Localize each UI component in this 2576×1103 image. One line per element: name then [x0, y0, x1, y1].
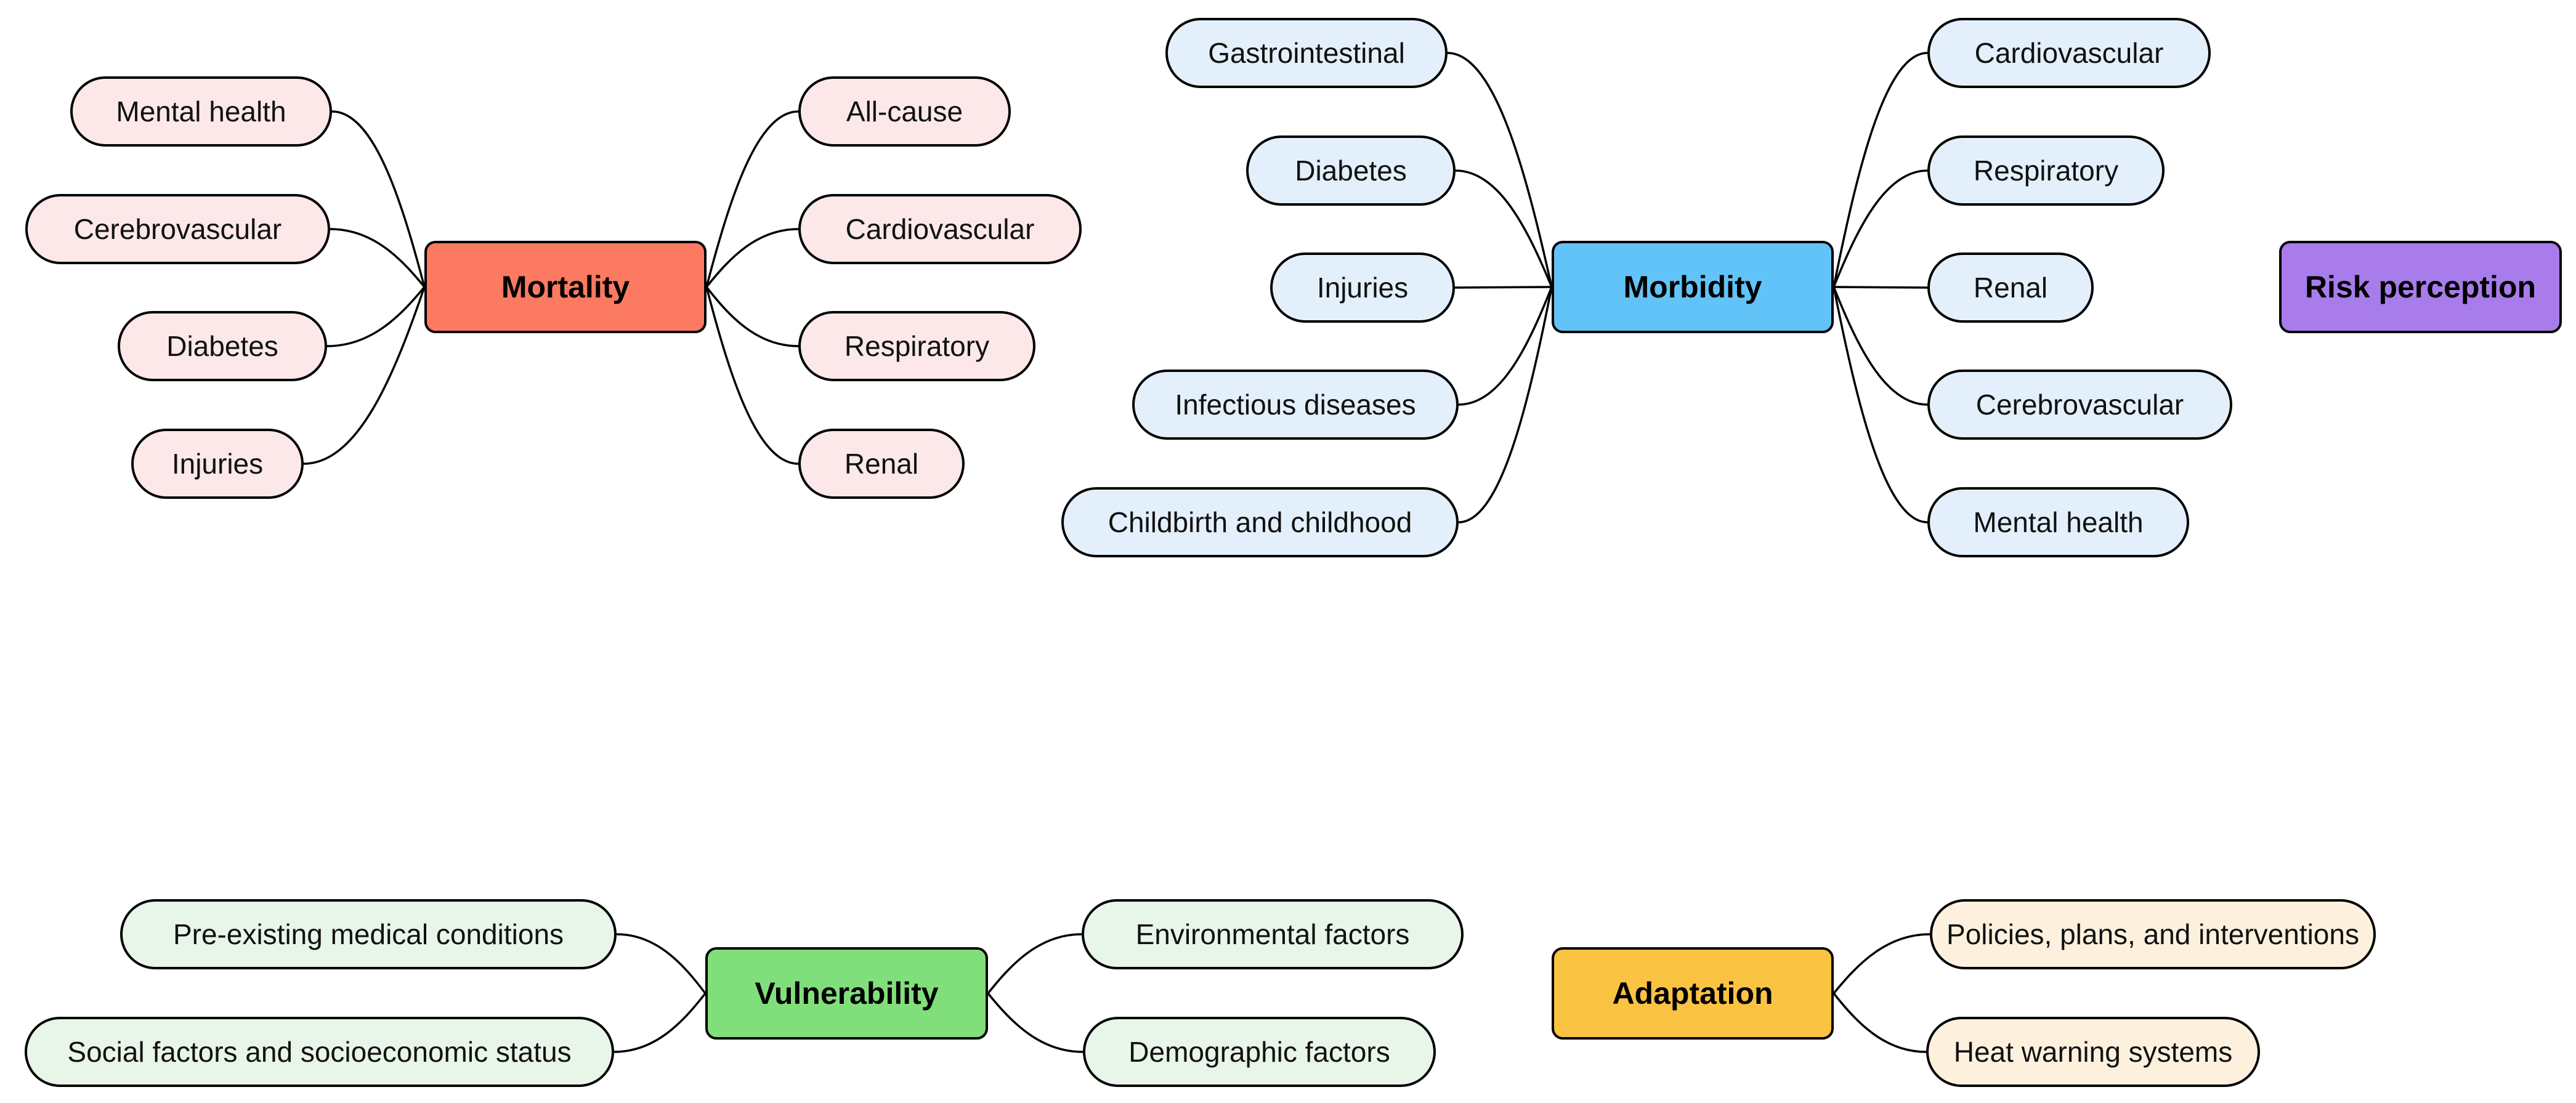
edge-morbidity-childbirth-and-childhood [1457, 286, 1553, 523]
edge-morbidity-respiratory [1833, 169, 1929, 288]
edge-morbidity-infectious-diseases [1457, 286, 1553, 406]
root-label: Adaptation [1612, 976, 1773, 1011]
edge-adaptation-heat-warning [1833, 992, 1927, 1053]
leaf-label: Infectious diseases [1175, 389, 1416, 421]
leaf-label: All-cause [846, 95, 963, 127]
edge-mortality-all-cause [705, 110, 800, 288]
leaf-label: Mental health [116, 95, 286, 127]
leaf-label: Cerebrovascular [1975, 389, 2184, 421]
leaf-label: Gastrointestinal [1208, 37, 1405, 69]
leaf-morbidity-renal: Renal [1927, 253, 2094, 323]
leaf-mortality-mental-health: Mental health [70, 76, 332, 147]
root-label: Risk perception [2304, 270, 2537, 304]
node-root-adaptation: Adaptation [1552, 947, 1834, 1040]
leaf-morbidity-respiratory: Respiratory [1927, 135, 2165, 206]
leaf-label: Injuries [1316, 272, 1409, 304]
edge-mortality-diabetes [326, 286, 426, 347]
leaf-vulnerability-demographic-factors: Demographic factors [1083, 1017, 1436, 1087]
leaf-label: Injuries [171, 448, 264, 480]
leaf-label: Respiratory [844, 330, 990, 362]
edge-morbidity-mental-health [1833, 286, 1929, 523]
edge-mortality-renal [705, 286, 800, 465]
leaf-label: Pre-existing medical conditions [172, 918, 564, 950]
leaf-label: Childbirth and childhood [1108, 506, 1412, 538]
leaf-label: Cardiovascular [1974, 37, 2164, 69]
leaf-mortality-injuries: Injuries [131, 429, 304, 499]
leaf-morbidity-diabetes: Diabetes [1246, 135, 1456, 206]
edge-vulnerability-pre-existing [615, 933, 707, 995]
edge-mortality-mental-health [331, 110, 426, 288]
leaf-vulnerability-social-factors: Social factors and socioeconomic status [25, 1017, 614, 1087]
edge-mortality-cerebrovascular [329, 228, 426, 288]
leaf-label: Renal [844, 448, 919, 480]
leaf-morbidity-injuries: Injuries [1270, 253, 1455, 323]
leaf-morbidity-mental-health: Mental health [1927, 487, 2189, 557]
leaf-mortality-diabetes: Diabetes [118, 311, 327, 381]
node-root-mortality: Mortality [424, 241, 707, 333]
root-label: Morbidity [1623, 270, 1762, 304]
leaf-label: Mental health [1973, 506, 2144, 538]
edge-morbidity-cerebrovascular [1833, 286, 1929, 406]
leaf-label: Diabetes [1295, 155, 1407, 187]
leaf-label: Renal [1973, 272, 2048, 304]
edge-morbidity-injuries [1454, 286, 1553, 289]
leaf-morbidity-cardiovascular: Cardiovascular [1927, 18, 2211, 88]
node-root-vulnerability: Vulnerability [705, 947, 988, 1040]
edge-mortality-respiratory [705, 286, 800, 347]
edge-morbidity-cardiovascular [1833, 52, 1929, 288]
leaf-mortality-respiratory: Respiratory [798, 311, 1035, 381]
edge-vulnerability-social-factors [613, 992, 707, 1053]
leaf-label: Social factors and socioeconomic status [67, 1036, 572, 1068]
edge-morbidity-diabetes [1454, 169, 1553, 288]
leaf-mortality-cardiovascular: Cardiovascular [798, 194, 1082, 264]
leaf-label: Diabetes [166, 330, 278, 362]
edge-morbidity-renal [1833, 286, 1929, 289]
edge-mortality-injuries [302, 286, 426, 465]
edge-vulnerability-demographic [987, 992, 1084, 1053]
leaf-label: Environmental factors [1135, 918, 1410, 950]
leaf-label: Cerebrovascular [73, 213, 282, 245]
leaf-mortality-cerebrovascular: Cerebrovascular [25, 194, 330, 264]
leaf-adaptation-policies-plans-interventions: Policies, plans, and interventions [1930, 899, 2376, 969]
leaf-label: Respiratory [1973, 155, 2119, 187]
node-root-risk-perception: Risk perception [2279, 241, 2562, 333]
edge-morbidity-gastrointestinal [1446, 52, 1553, 288]
leaf-morbidity-infectious-diseases: Infectious diseases [1132, 370, 1459, 440]
node-root-morbidity: Morbidity [1552, 241, 1834, 333]
edge-mortality-cardiovascular [705, 228, 800, 288]
root-label: Vulnerability [755, 976, 939, 1011]
leaf-morbidity-cerebrovascular: Cerebrovascular [1927, 370, 2232, 440]
leaf-vulnerability-environmental-factors: Environmental factors [1082, 899, 1464, 969]
leaf-mortality-renal: Renal [798, 429, 965, 499]
leaf-label: Policies, plans, and interventions [1946, 918, 2359, 950]
root-label: Mortality [501, 270, 630, 304]
edge-adaptation-policies [1833, 933, 1931, 995]
leaf-mortality-all-cause: All-cause [798, 76, 1011, 147]
leaf-label: Heat warning systems [1953, 1036, 2233, 1068]
edge-vulnerability-environmental [987, 933, 1083, 995]
leaf-morbidity-childbirth-and-childhood: Childbirth and childhood [1061, 487, 1459, 557]
leaf-adaptation-heat-warning-systems: Heat warning systems [1926, 1017, 2260, 1087]
leaf-vulnerability-pre-existing-medical-conditions: Pre-existing medical conditions [120, 899, 617, 969]
leaf-label: Cardiovascular [845, 213, 1035, 245]
leaf-morbidity-gastrointestinal: Gastrointestinal [1165, 18, 1448, 88]
leaf-label: Demographic factors [1128, 1036, 1390, 1068]
